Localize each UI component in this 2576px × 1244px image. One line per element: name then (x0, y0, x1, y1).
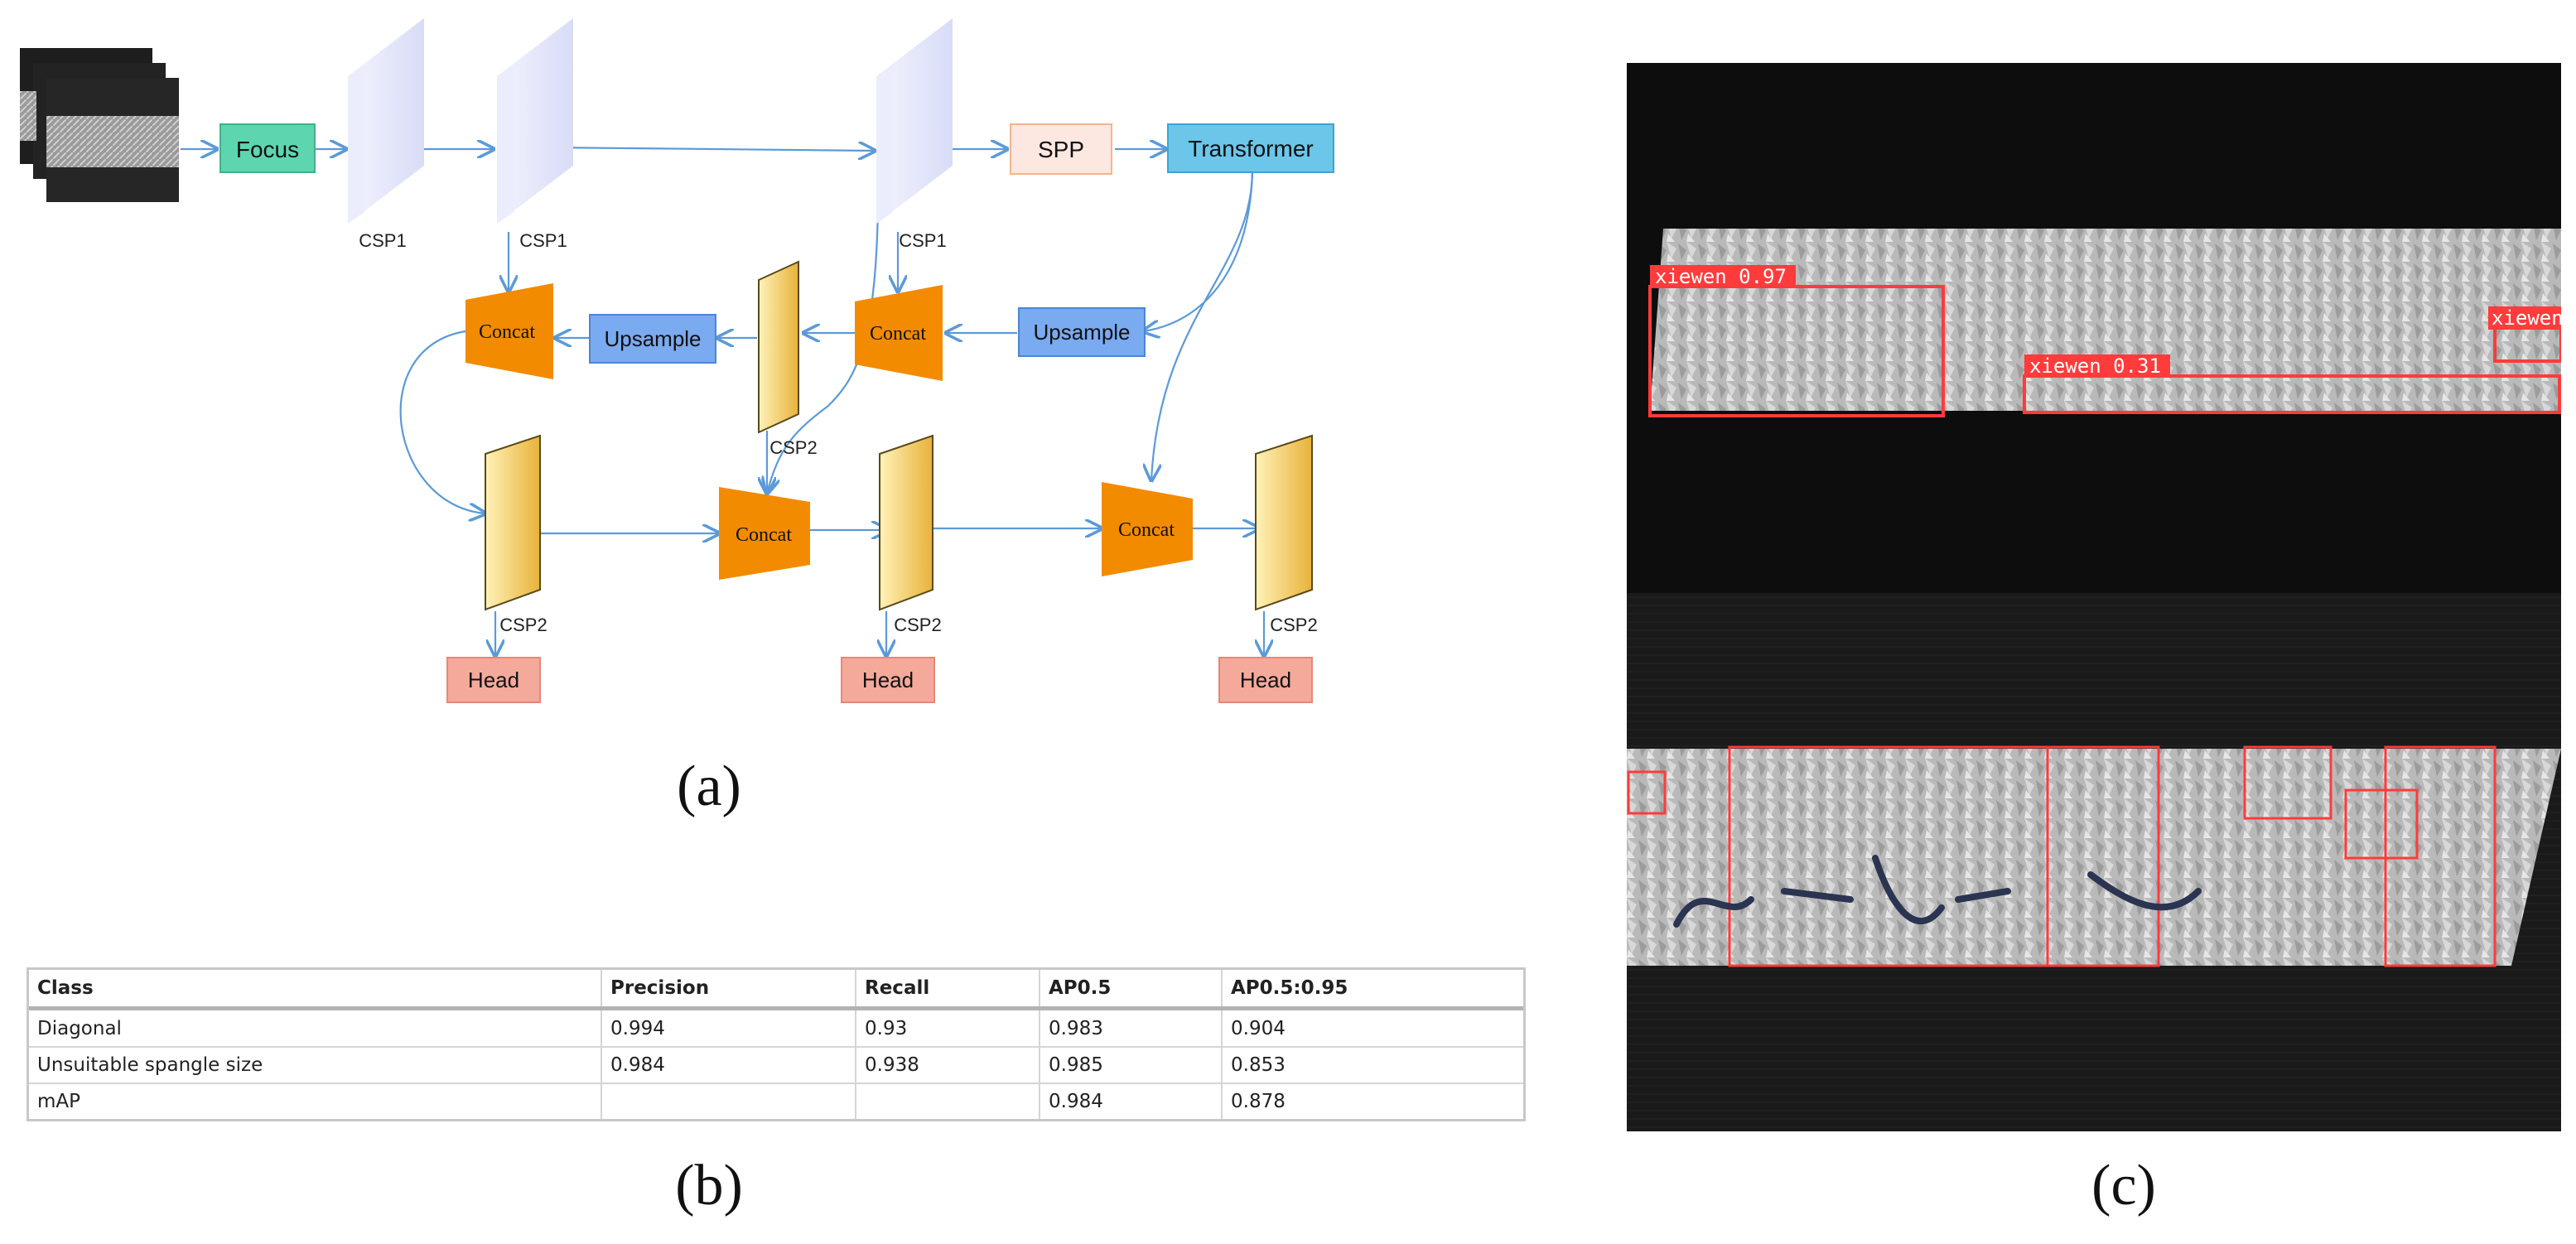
table-cell: Unsuitable spangle size (29, 1047, 602, 1085)
csp1-block-c: CSP1 (876, 18, 953, 251)
table-cell (601, 1083, 856, 1119)
svg-text:CSP2: CSP2 (1270, 615, 1317, 635)
csp2-block-b: CSP2 (879, 434, 942, 635)
svg-text:Concat: Concat (1118, 519, 1175, 541)
detection-box (2344, 788, 2419, 860)
head-block-a: Head (446, 657, 541, 703)
steel-strip-top: xiewen 0.97 xiewen 0.31 xiewen (1648, 229, 2561, 417)
svg-text:Upsample: Upsample (1033, 320, 1130, 345)
csp2-block-c: CSP2 (1255, 434, 1318, 635)
transformer-block: Transformer (1167, 123, 1334, 173)
column-header-ap50-95: AP0.5:0.95 (1222, 970, 1523, 1010)
table-cell: 0.983 (1040, 1008, 1223, 1049)
concat-block-1: Concat (466, 283, 553, 379)
detection-photo-canvas: xiewen 0.97 xiewen 0.31 xiewen (1627, 63, 2561, 1131)
table-row: Unsuitable spangle size 0.984 0.938 0.98… (29, 1047, 1523, 1085)
detection-box (2243, 745, 2332, 820)
table-cell: 0.984 (601, 1047, 856, 1085)
steel-strip-bottom (1627, 745, 2561, 967)
svg-text:Concat: Concat (736, 524, 792, 546)
column-header-class: Class (29, 970, 602, 1010)
column-header-precision: Precision (601, 970, 856, 1010)
svg-text:CSP2: CSP2 (769, 437, 817, 458)
table-cell: 0.994 (601, 1008, 856, 1049)
svg-text:Concat: Concat (479, 321, 535, 343)
input-image-stack (20, 48, 179, 202)
csp1-block-b: CSP1 (497, 18, 573, 251)
detection-box (2023, 374, 2561, 414)
svg-text:CSP1: CSP1 (519, 230, 567, 251)
caption-a: (a) (677, 755, 741, 818)
table-cell: 0.853 (1222, 1047, 1523, 1085)
table-cell: 0.878 (1231, 1091, 1286, 1113)
upsample-block-left: Upsample (589, 314, 716, 364)
detection-label: xiewen (2492, 306, 2561, 330)
metrics-table: Class Precision Recall AP0.5 AP0.5:0.95 … (27, 967, 1526, 1121)
head-block-c: Head (1218, 657, 1313, 703)
detection-label: xiewen 0.31 (2029, 354, 2161, 378)
svg-text:Upsample: Upsample (604, 326, 701, 351)
svg-text:Head: Head (1240, 668, 1291, 692)
table-cell: 0.904 (1222, 1008, 1523, 1049)
svg-text:CSP1: CSP1 (899, 230, 946, 251)
upsample-block-right: Upsample (1018, 307, 1146, 357)
detection-box (2384, 745, 2496, 967)
svg-text:CSP2: CSP2 (499, 615, 547, 635)
table-cell (856, 1083, 1040, 1119)
connection-arrows (181, 147, 1264, 656)
network-diagram: Focus CSP1 CSP1 CSP1 SPP Transformer Ups… (20, 18, 1334, 703)
concat-block-2: Concat (855, 285, 943, 381)
concat-block-3: Concat (719, 487, 810, 580)
csp1-block-a: CSP1 (348, 18, 424, 251)
table-cell: 0.938 (856, 1047, 1040, 1085)
column-header-recall: Recall (856, 970, 1040, 1010)
detection-box (2046, 745, 2160, 967)
caption-c: (c) (2091, 1154, 2156, 1217)
column-header-ap50: AP0.5 (1040, 970, 1223, 1010)
table-cell: mAP (29, 1083, 602, 1119)
svg-text:Concat: Concat (870, 323, 926, 345)
head-block-b: Head (841, 657, 935, 703)
spp-block: SPP (1010, 123, 1112, 175)
table-cell: 0.93 (856, 1008, 1040, 1049)
table-cell: 0.985 (1040, 1047, 1223, 1085)
svg-text:CSP2: CSP2 (894, 615, 941, 635)
concat-block-4: Concat (1102, 482, 1193, 576)
table-cell: 0.984 (1040, 1083, 1223, 1119)
svg-text:Head: Head (468, 668, 519, 692)
svg-text:Transformer: Transformer (1188, 136, 1313, 162)
detection-box (1627, 770, 1667, 815)
svg-text:Head: Head (862, 668, 914, 692)
table-header-row: Class Precision Recall AP0.5 AP0.5:0.95 (29, 970, 1523, 1010)
svg-text:CSP1: CSP1 (359, 230, 406, 251)
table-row: Diagonal 0.994 0.93 0.983 0.904 (29, 1008, 1523, 1049)
focus-block: Focus (219, 123, 316, 173)
csp2-block-mid: CSP2 (758, 260, 818, 458)
csp2-block-a: CSP2 (485, 434, 548, 635)
svg-text:Focus: Focus (236, 137, 299, 162)
table-cell: Diagonal (29, 1008, 602, 1049)
caption-b: (b) (675, 1154, 743, 1217)
detection-photo: xiewen 0.97 xiewen 0.31 xiewen (1627, 63, 2561, 1131)
detection-label: xiewen 0.97 (1655, 265, 1787, 288)
detection-box (1648, 285, 1945, 417)
table-row: mAP 0.984 0.878 (29, 1083, 1523, 1119)
svg-text:SPP: SPP (1038, 137, 1084, 162)
